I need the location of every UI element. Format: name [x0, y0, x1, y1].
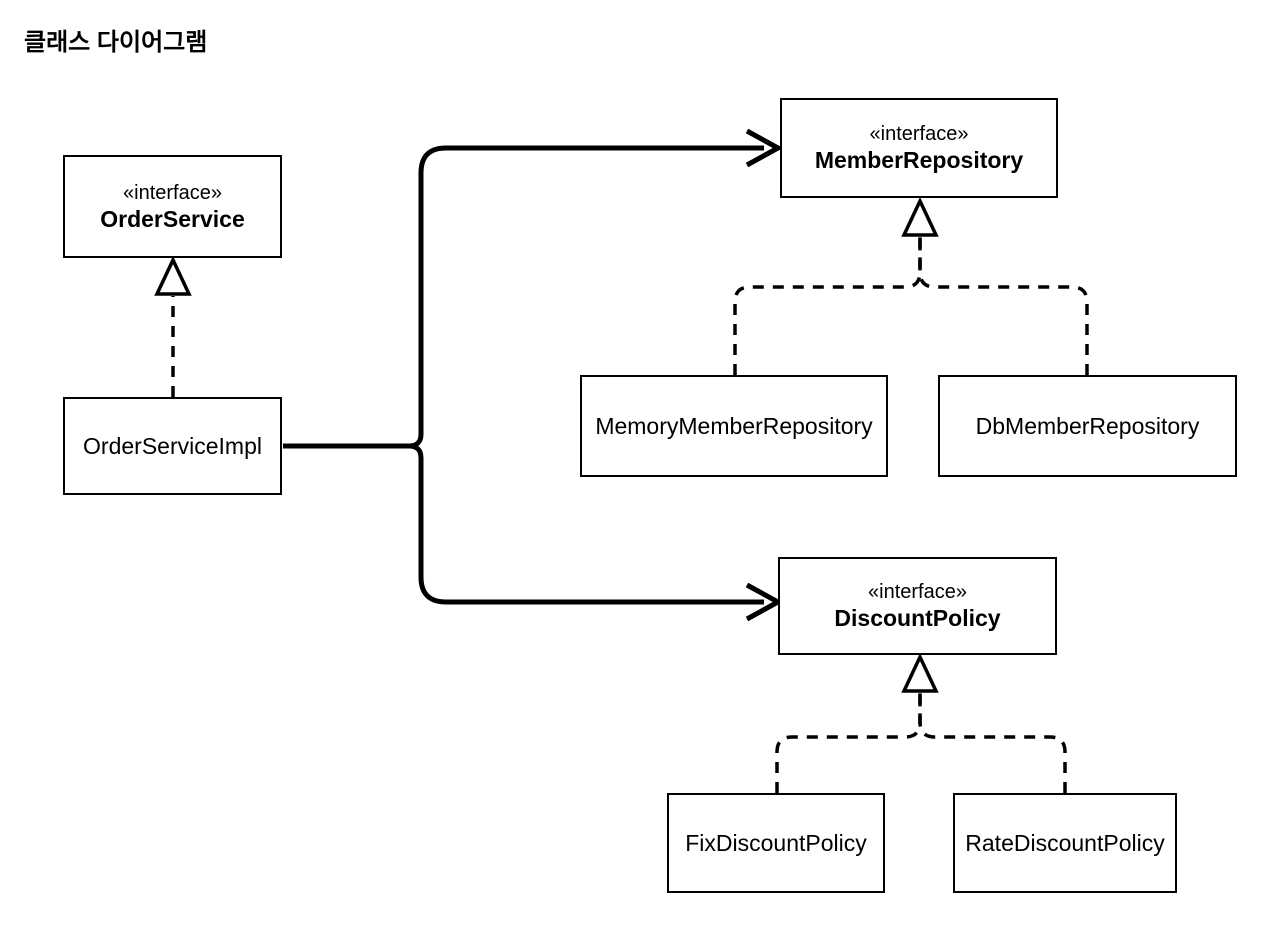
triangle-head-orderservice-icon: [154, 255, 192, 296]
node-fixdiscountpolicy: FixDiscountPolicy: [667, 793, 885, 893]
orderservice-name: OrderService: [100, 205, 245, 232]
open-arrowhead-memberrepository-icon: [745, 128, 784, 168]
node-orderserviceimpl: OrderServiceImpl: [63, 397, 282, 495]
node-memorymemberrepository: MemoryMemberRepository: [580, 375, 888, 477]
node-memberrepository: «interface» MemberRepository: [780, 98, 1058, 198]
edge-ratediscountpolicy-to-discountpolicy: [918, 692, 1067, 793]
orderserviceimpl-name: OrderServiceImpl: [83, 432, 262, 459]
ratediscountpolicy-name: RateDiscountPolicy: [965, 829, 1165, 856]
edge-memorymemberrepository-to-memberrepository: [733, 236, 922, 375]
memorymemberrepository-name: MemoryMemberRepository: [595, 412, 873, 439]
node-discountpolicy: «interface» DiscountPolicy: [778, 557, 1057, 655]
node-orderservice: «interface» OrderService: [63, 155, 282, 258]
edge-fixdiscountpolicy-to-discountpolicy: [775, 692, 922, 793]
orderservice-stereotype: «interface»: [123, 181, 222, 204]
node-dbmemberrepository: DbMemberRepository: [938, 375, 1237, 477]
discountpolicy-stereotype: «interface»: [868, 581, 967, 603]
triangle-head-memberrepository-icon: [901, 196, 939, 237]
diagram-title: 클래스 다이어그램: [24, 29, 208, 56]
dbmemberrepository-name: DbMemberRepository: [975, 412, 1200, 439]
discountpolicy-name: DiscountPolicy: [834, 605, 1001, 631]
node-ratediscountpolicy: RateDiscountPolicy: [953, 793, 1177, 893]
memberrepository-name: MemberRepository: [814, 147, 1024, 173]
edge-dbmemberrepository-to-memberrepository: [918, 236, 1089, 375]
triangle-head-discountpolicy-icon: [901, 652, 939, 693]
edge-orderserviceimpl-to-discountpolicy: [283, 443, 764, 605]
memberrepository-stereotype: «interface»: [869, 123, 969, 145]
fixdiscountpolicy-name: FixDiscountPolicy: [685, 829, 867, 856]
